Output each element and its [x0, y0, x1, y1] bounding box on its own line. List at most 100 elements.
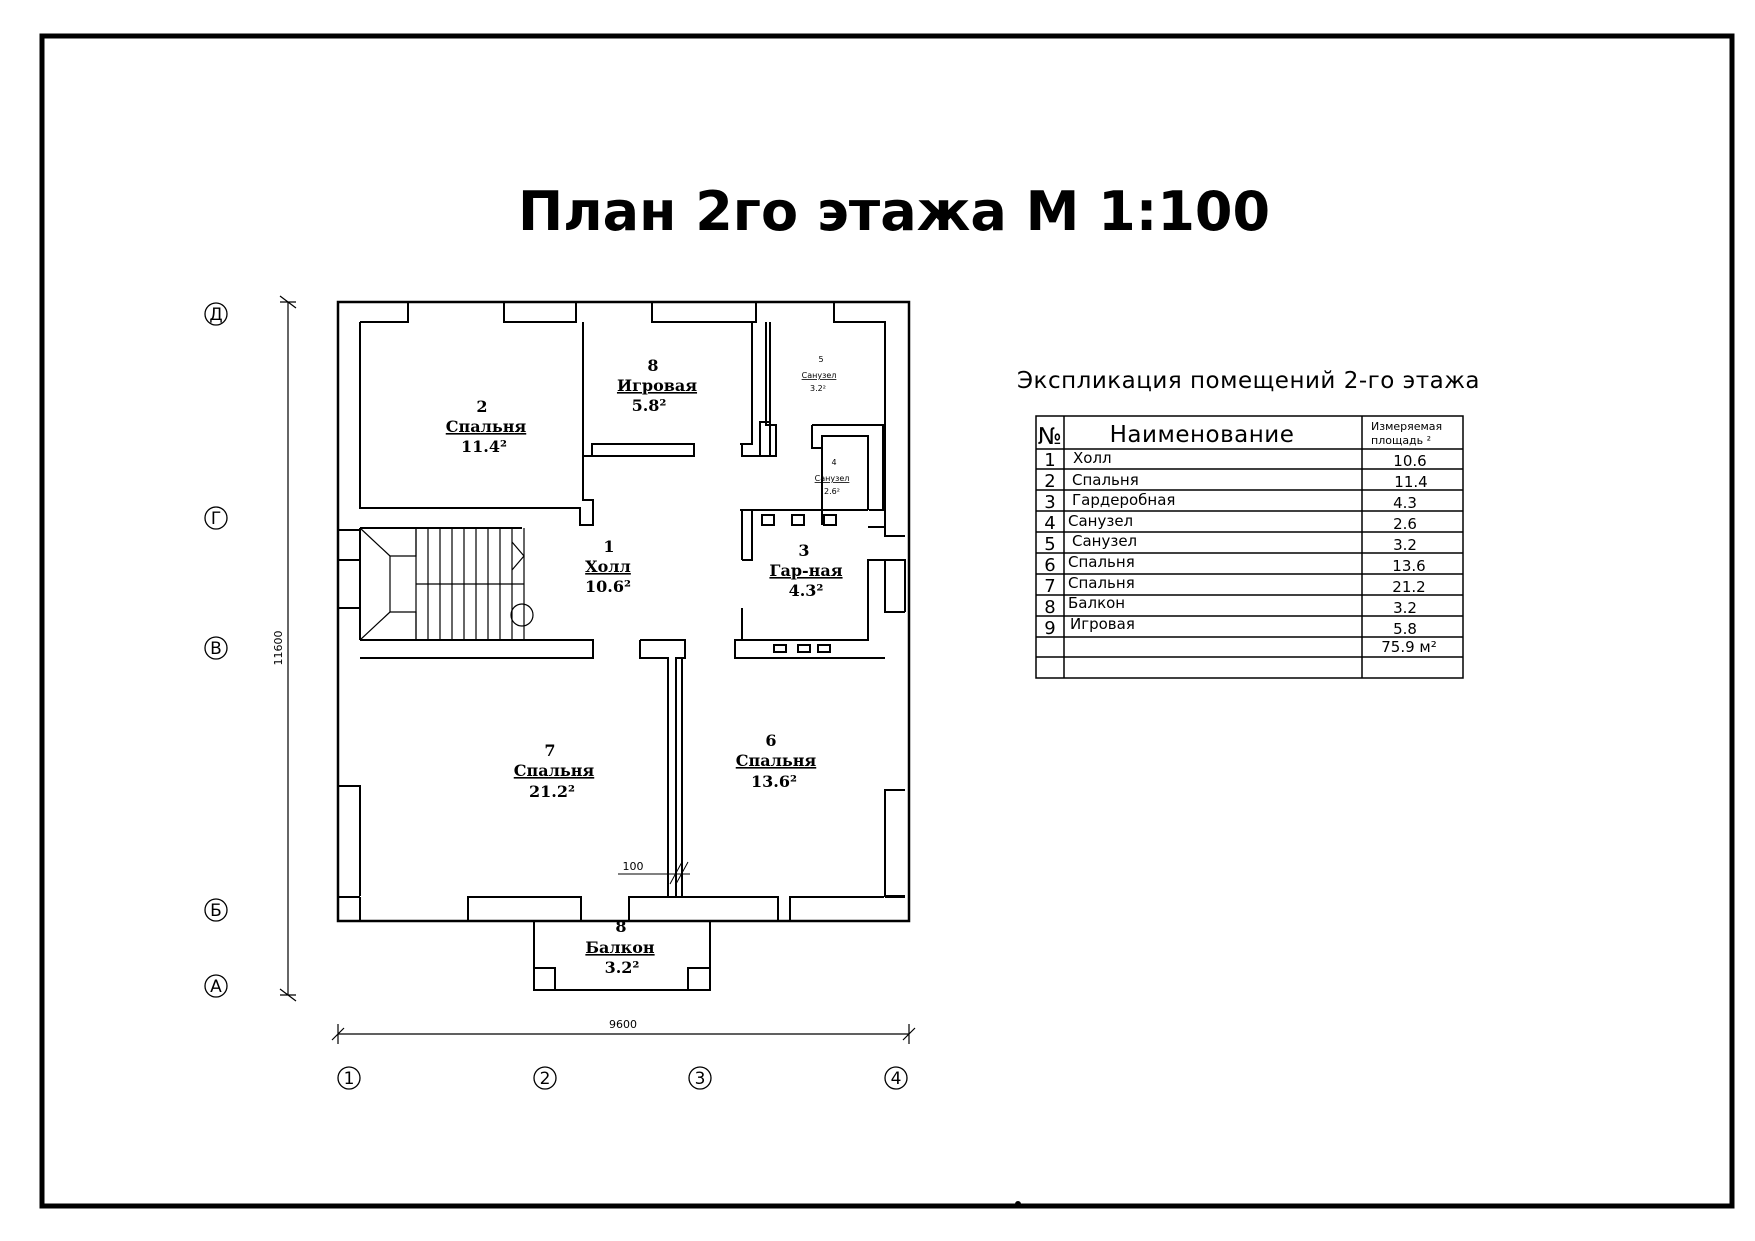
svg-text:13.6²: 13.6²	[751, 772, 797, 791]
svg-text:Спальня: Спальня	[736, 751, 817, 770]
svg-text:Санузел: Санузел	[815, 474, 850, 483]
axis-marker-А	[204, 974, 228, 998]
room-8-playroom-label: 8 Игровая 5.8²	[617, 356, 697, 415]
table-header: № Наименование Измеряемая площадь ²	[1038, 420, 1442, 450]
wall-dimension	[618, 861, 690, 885]
svg-text:8: 8	[1044, 597, 1055, 618]
svg-text:21.2: 21.2	[1392, 578, 1425, 596]
svg-text:площадь ²: площадь ²	[1371, 434, 1431, 447]
svg-text:2: 2	[1044, 471, 1055, 492]
svg-text:Санузел: Санузел	[1072, 532, 1137, 550]
svg-text:5: 5	[1044, 534, 1055, 555]
axis-marker-1	[337, 1066, 361, 1090]
svg-text:Холл: Холл	[1073, 449, 1112, 467]
svg-text:№: №	[1038, 424, 1062, 450]
axis-label-Д: Д	[209, 305, 222, 325]
svg-text:3.2: 3.2	[1393, 536, 1417, 554]
axis-label-4: 4	[891, 1069, 902, 1089]
svg-text:4: 4	[1044, 513, 1055, 534]
dimension-wall: 100	[623, 860, 644, 873]
svg-text:3: 3	[1044, 492, 1055, 513]
svg-text:7: 7	[1044, 576, 1055, 597]
top-window-left	[407, 302, 505, 322]
axis-label-А: А	[210, 977, 222, 997]
axis-letters	[204, 302, 228, 998]
stair-post	[510, 603, 534, 627]
svg-text:3.2²: 3.2²	[810, 384, 826, 393]
svg-text:Гардеробная: Гардеробная	[1072, 491, 1175, 509]
table-row-5: 5 Санузел 3.2	[1044, 532, 1417, 555]
room-1-label: 1 Холл 10.6²	[585, 537, 631, 596]
axis-marker-3	[688, 1066, 712, 1090]
svg-text:Спальня: Спальня	[446, 417, 527, 436]
table-row-6: 6 Спальня 13.6	[1044, 553, 1425, 576]
room-8-balcony-label: 8 Балкон 3.2²	[585, 917, 655, 977]
svg-text:1: 1	[1044, 450, 1055, 471]
wardrobe-openings	[761, 514, 837, 653]
svg-text:5: 5	[818, 355, 823, 364]
balcony	[533, 921, 711, 991]
svg-text:Наименование: Наименование	[1110, 422, 1295, 448]
svg-text:Игровая: Игровая	[1070, 615, 1135, 633]
axis-marker-4	[884, 1066, 908, 1090]
overall-dimensions	[279, 295, 916, 1044]
svg-text:Гар-ная: Гар-ная	[769, 561, 842, 580]
wall-room3	[734, 509, 885, 659]
svg-text:Спальня: Спальня	[1068, 574, 1135, 592]
sheet-frame	[39, 33, 1735, 1209]
staircase	[359, 527, 534, 641]
svg-text:2.6: 2.6	[1393, 515, 1417, 533]
bottom-window-right	[629, 896, 779, 921]
axis-label-Г: Г	[211, 509, 221, 529]
dimension-height: 11600	[272, 631, 285, 666]
table-row-4: 4 Санузел 2.6	[1044, 512, 1417, 534]
axis-marker-Д	[204, 302, 228, 326]
svg-text:Балкон: Балкон	[585, 938, 655, 957]
explication-title: Экспликация помещений 2-го этажа	[1017, 368, 1480, 394]
left-window	[338, 559, 360, 609]
svg-text:3.2: 3.2	[1393, 599, 1417, 617]
axis-numbers	[337, 1066, 908, 1090]
table-total: 75.9 м²	[1381, 638, 1437, 656]
bottom-window-left	[467, 896, 582, 922]
room-7-label: 7 Спальня 21.2²	[514, 741, 595, 801]
svg-text:13.6: 13.6	[1392, 557, 1425, 575]
svg-text:Санузел: Санузел	[802, 371, 837, 380]
svg-text:11.4²: 11.4²	[461, 437, 507, 456]
svg-text:5.8: 5.8	[1393, 620, 1417, 638]
table-row-7: 7 Спальня 21.2	[1044, 574, 1425, 597]
axis-marker-2	[533, 1066, 557, 1090]
axis-label-Б: Б	[210, 901, 222, 921]
svg-text:8: 8	[615, 917, 626, 936]
horizontal-dimension-line	[331, 1024, 916, 1044]
axis-marker-Б	[204, 898, 228, 922]
svg-text:6: 6	[765, 731, 776, 750]
svg-text:2.6²: 2.6²	[824, 487, 840, 496]
svg-text:21.2²: 21.2²	[529, 782, 575, 801]
room-5-label: 5 Санузел 3.2²	[802, 355, 837, 393]
outer-wall-outline	[336, 300, 911, 923]
svg-text:5.8²: 5.8²	[632, 396, 667, 415]
axis-marker-Г	[204, 506, 228, 530]
vertical-dimension-line	[279, 295, 297, 1002]
table-row-8: 8 Балкон 3.2	[1044, 594, 1417, 618]
right-window-upper	[885, 559, 906, 612]
svg-text:6: 6	[1044, 555, 1055, 576]
axis-label-1: 1	[344, 1069, 355, 1089]
svg-text:7: 7	[544, 741, 555, 760]
svg-text:8: 8	[647, 356, 658, 375]
axis-marker-В	[204, 636, 228, 660]
svg-text:Санузел: Санузел	[1068, 512, 1133, 530]
svg-text:10.6²: 10.6²	[585, 577, 631, 596]
svg-text:Спальня: Спальня	[1068, 553, 1135, 571]
svg-text:Балкон: Балкон	[1068, 594, 1125, 612]
wall-hall-middle	[639, 639, 686, 897]
svg-text:4.3²: 4.3²	[789, 581, 824, 600]
wall-room2	[359, 322, 594, 526]
explication-table	[1035, 415, 1464, 679]
room-3-label: 3 Гар-ная 4.3²	[769, 541, 842, 600]
frame-dot	[1015, 1201, 1021, 1207]
